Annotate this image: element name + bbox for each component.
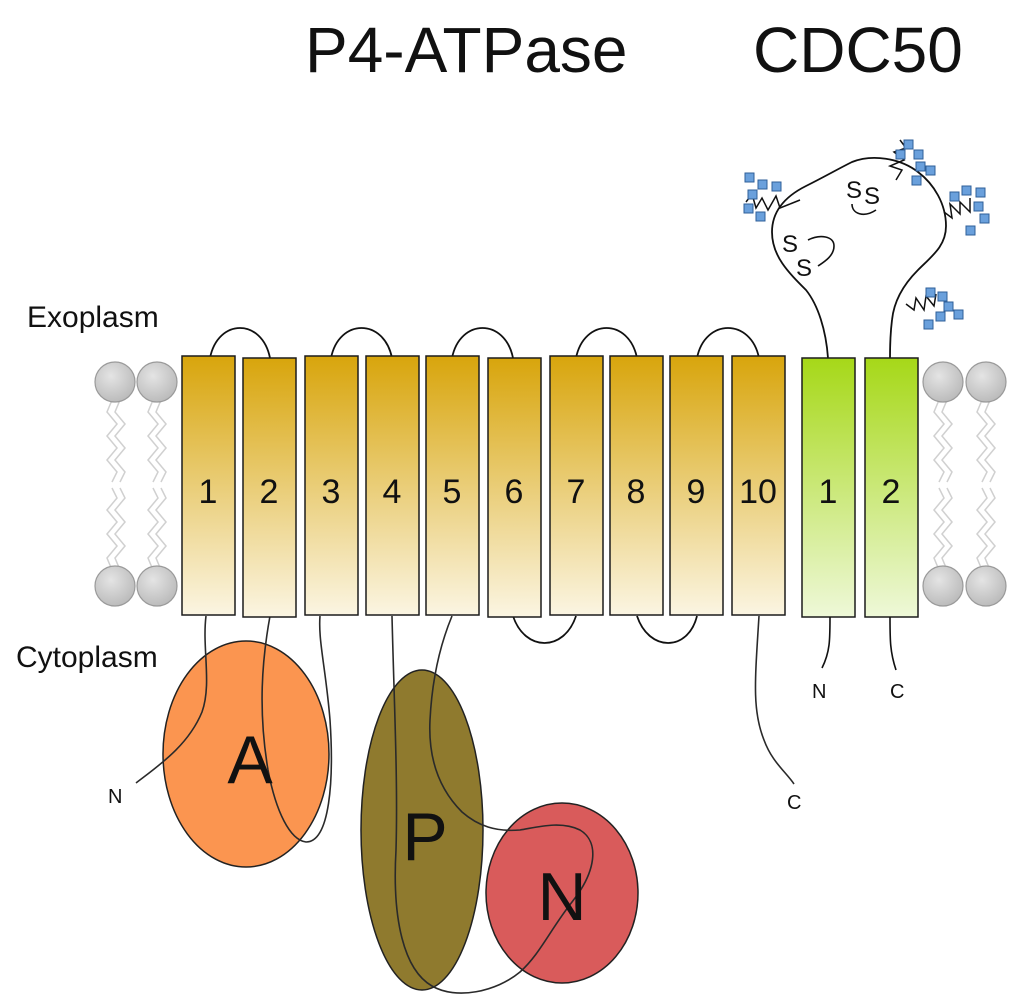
p4-helix-1 (181, 355, 236, 616)
p4-helix-label-4: 4 (383, 473, 402, 511)
p-domain-label: P (402, 799, 447, 875)
glycan-2 (887, 139, 936, 186)
a-domain-label: A (227, 722, 273, 798)
p-domain (360, 669, 484, 991)
lipid-heads-right (922, 361, 1007, 607)
exoplasm-label: Exoplasm (27, 301, 159, 334)
p4-cytoplasmic-loops (512, 615, 698, 644)
cdc50-helix-label-2: 2 (882, 473, 901, 511)
a-domain (162, 640, 330, 868)
p4-n-terminus: N (108, 786, 122, 808)
disulfide-1-s1: S (782, 231, 798, 258)
disulfide-loop-1 (807, 235, 835, 267)
disulfide-2-s2: S (864, 183, 880, 210)
p4-helix-label-10: 10 (739, 473, 777, 511)
p4-helix-5 (425, 355, 480, 616)
p4-helix-8 (609, 355, 664, 616)
disulfide-1-s2: S (796, 255, 812, 282)
p4-helix-labels: 1 2 3 4 5 6 7 8 9 10 (199, 473, 777, 511)
cdc50-c-terminus: C (890, 681, 904, 703)
cdc50-n-terminus: N (812, 681, 826, 703)
p4-helix-label-7: 7 (567, 473, 586, 511)
p4-helix-label-6: 6 (505, 473, 524, 511)
terminus-labels: N C N C (108, 681, 904, 814)
cdc50-helix-1 (801, 357, 856, 618)
p4-helix-7 (549, 355, 604, 616)
lipid-bilayer-left (106, 399, 167, 571)
cdc50-ectodomain-chain (771, 157, 947, 359)
p4-helices (181, 355, 786, 618)
p4-helix-label-1: 1 (199, 473, 218, 511)
n-domain (485, 802, 639, 984)
domain-labels: A P N (227, 722, 586, 935)
disulfide-loop-2 (851, 203, 877, 216)
cdc50-helix-labels: 1 2 (819, 473, 901, 511)
p4-helix-label-8: 8 (627, 473, 646, 511)
p4-helix-4 (365, 355, 420, 616)
disulfide-2-s1: S (846, 177, 862, 204)
p4-helix-9 (669, 355, 724, 616)
cdc50-helices (801, 357, 919, 618)
p4-helix-6 (487, 357, 542, 618)
p4-helix-label-5: 5 (443, 473, 462, 511)
cdc50-helix-2 (864, 357, 919, 618)
p4-helix-2 (242, 357, 297, 618)
glycan-4 (905, 287, 964, 330)
glycan-1 (743, 172, 801, 222)
p4-c-terminus: C (787, 792, 801, 814)
cytoplasm-label: Cytoplasm (16, 641, 158, 674)
n-domain-label: N (537, 859, 586, 935)
lipid-heads-left (94, 361, 178, 607)
lipid-bilayer-right (933, 399, 996, 571)
cdc50-tails (821, 616, 897, 671)
p4-helix-label-2: 2 (260, 473, 279, 511)
glycan-3 (943, 185, 990, 236)
p4-helix-3 (304, 355, 359, 616)
cdc50-helix-label-1: 1 (819, 473, 838, 511)
p4-atpase-title: P4-ATPase (305, 14, 628, 86)
p4-chain-lines (135, 615, 795, 994)
p4-helix-10 (731, 355, 786, 616)
cdc50-title: CDC50 (753, 14, 963, 86)
p4-helix-label-3: 3 (322, 473, 341, 511)
p4-exoplasmic-loops (209, 327, 760, 359)
p4-helix-label-9: 9 (687, 473, 706, 511)
disulfide-labels: S S S S (782, 177, 880, 282)
